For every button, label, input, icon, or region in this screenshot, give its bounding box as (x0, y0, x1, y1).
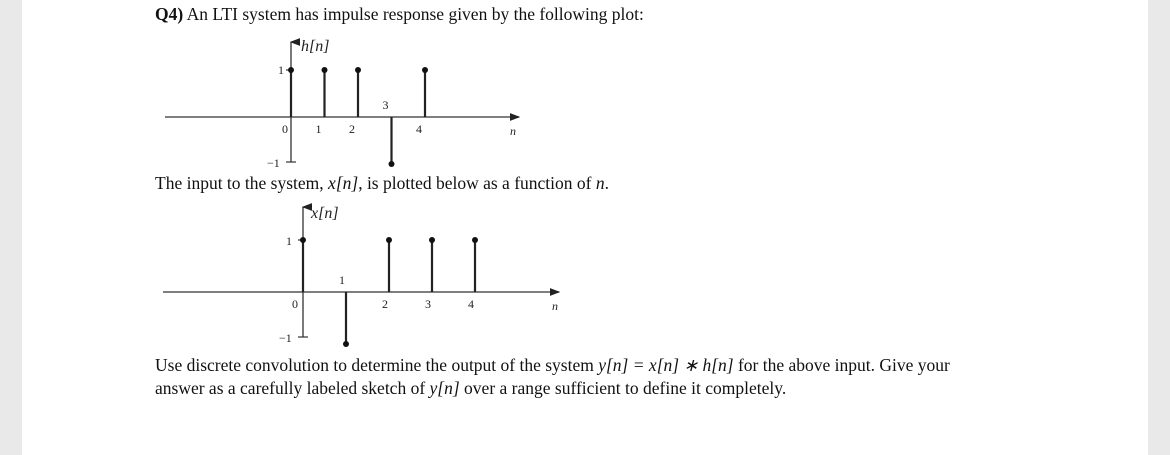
final-text-1a: Use discrete convolution to determine th… (155, 355, 599, 375)
x-n-label-4: 4 (468, 297, 474, 311)
h-stem-dot-0 (288, 67, 294, 73)
x-n-label-1: 1 (339, 273, 345, 287)
final-instruction-line1: Use discrete convolution to determine th… (155, 354, 950, 377)
h-stem-dot-3 (388, 161, 395, 167)
x-stem-dot-4 (472, 237, 478, 243)
question-title: Q4) An LTI system has impulse response g… (155, 4, 644, 25)
input-text-part3: . (604, 173, 609, 193)
h-stem-dot-2 (355, 67, 361, 73)
h-n-label-3: 3 (383, 98, 389, 112)
x-stem-dot-1 (343, 341, 349, 347)
x-n-label-2: 2 (382, 297, 388, 311)
input-var: n (595, 173, 605, 193)
document-page: Q4) An LTI system has impulse response g… (22, 0, 1148, 455)
input-description: The input to the system, x[n], is plotte… (155, 172, 609, 195)
x-ylabel: x[n] (310, 205, 339, 222)
convolution-equation: y[n] = x[n] ∗ h[n] (598, 355, 734, 375)
x-ytick-0-label: 0 (292, 297, 298, 311)
h-stem-dot-1 (321, 67, 328, 73)
input-text-part1: The input to the system, (155, 173, 329, 193)
impulse-response-plot: h[n] 1 0 −1 n 1 2 3 4 x[n] 1 0 −1 n 1 2 3 4 (163, 38, 561, 347)
question-number: Q4) (155, 4, 184, 24)
x-plot-group: x[n] 1 0 −1 n 1 2 3 4 (163, 203, 561, 347)
h-ytick-0-label: 0 (282, 122, 288, 136)
h-ytick-1-label: 1 (278, 63, 284, 77)
h-ytick-neg1-label: −1 (267, 156, 280, 170)
x-n-label-3: 3 (425, 297, 431, 311)
h-n-label-4: 4 (416, 122, 422, 136)
final-text-2b: over a range sufficient to define it com… (459, 378, 787, 398)
x-xlabel: n (552, 299, 558, 313)
h-stems: 1 2 3 4 (288, 67, 428, 167)
x-stem-dot-0 (300, 237, 306, 243)
h-stem-dot-4 (422, 67, 428, 73)
x-stem-dot-3 (429, 237, 435, 243)
h-ylabel: h[n] (301, 38, 329, 55)
final-text-2a: answer as a carefully labeled sketch of (155, 378, 430, 398)
input-text-part2: , is plotted below as a function of (358, 173, 596, 193)
h-xlabel: n (510, 124, 516, 138)
x-ytick-neg1-label: −1 (279, 331, 292, 345)
h-n-label-1: 1 (316, 122, 322, 136)
x-ytick-1-label: 1 (286, 234, 292, 248)
output-symbol: y[n] (429, 378, 460, 398)
final-instruction-line2: answer as a carefully labeled sketch of … (155, 377, 786, 400)
x-stems: 1 2 3 4 (300, 237, 478, 347)
x-stem-dot-2 (386, 237, 392, 243)
h-n-label-2: 2 (349, 122, 355, 136)
h-plot-group: h[n] 1 0 −1 n 1 2 3 4 (165, 38, 521, 170)
input-symbol: x[n] (328, 173, 359, 193)
final-text-1b: for the above input. Give your (733, 355, 950, 375)
question-intro: An LTI system has impulse response given… (186, 4, 644, 24)
